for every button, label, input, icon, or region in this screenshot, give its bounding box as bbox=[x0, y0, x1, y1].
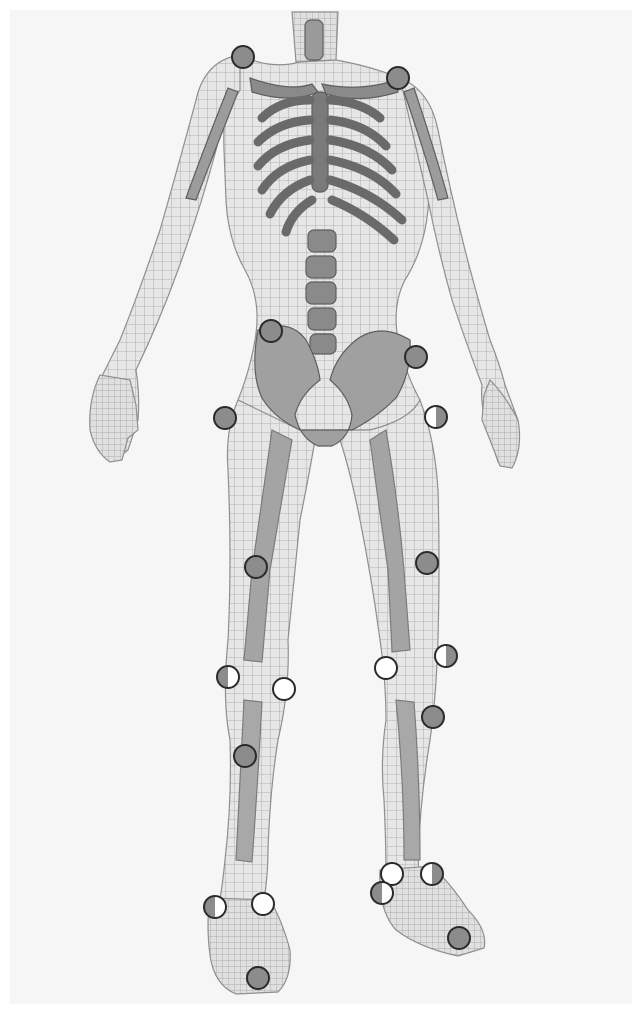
motion-marker-8 bbox=[416, 552, 438, 574]
motion-marker-17 bbox=[371, 882, 393, 904]
motion-marker-14 bbox=[422, 706, 444, 728]
motion-marker-4 bbox=[405, 346, 427, 368]
motion-marker-19 bbox=[252, 893, 274, 915]
motion-marker-9 bbox=[217, 666, 239, 688]
motion-marker-6 bbox=[425, 406, 447, 428]
motion-marker-11 bbox=[375, 657, 397, 679]
motion-marker-5 bbox=[214, 407, 236, 429]
motion-marker-18 bbox=[204, 896, 226, 918]
motion-marker-13 bbox=[234, 745, 256, 767]
motion-marker-16 bbox=[421, 863, 443, 885]
motion-marker-2 bbox=[387, 67, 409, 89]
motion-marker-21 bbox=[247, 967, 269, 989]
motion-marker-7 bbox=[245, 556, 267, 578]
motion-marker-12 bbox=[435, 645, 457, 667]
motion-marker-3 bbox=[260, 320, 282, 342]
motion-marker-10 bbox=[273, 678, 295, 700]
motion-marker-1 bbox=[232, 46, 254, 68]
motion-marker-20 bbox=[448, 927, 470, 949]
